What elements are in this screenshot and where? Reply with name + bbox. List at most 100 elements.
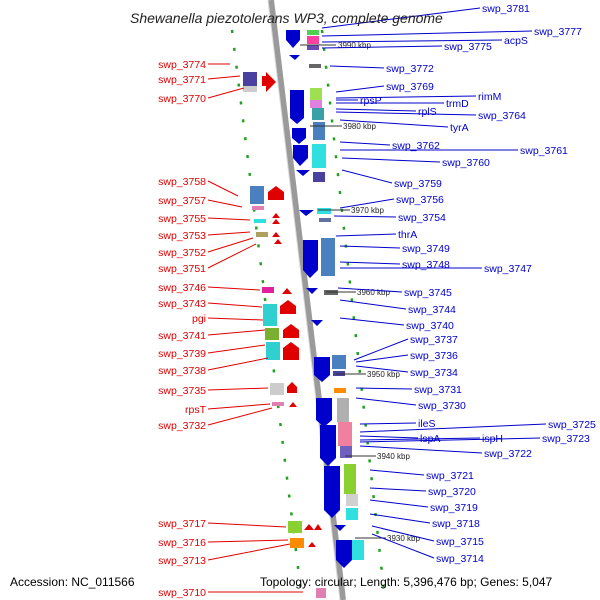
gene-label-right[interactable]: swp_3764 [478, 110, 526, 122]
gene-label-right[interactable]: rplS [418, 106, 437, 118]
gene-label-left[interactable]: swp_3739 [158, 348, 206, 360]
gene-arrow[interactable] [308, 542, 316, 547]
gene-bar[interactable] [312, 108, 324, 120]
gene-arrow[interactable] [296, 170, 310, 176]
gene-label-left[interactable]: swp_3741 [158, 330, 206, 342]
gene-label-right[interactable]: swp_3719 [430, 502, 478, 514]
gene-label-left[interactable]: swp_3751 [158, 263, 206, 275]
gene-bar[interactable] [317, 208, 331, 214]
gene-arrow[interactable] [280, 300, 296, 314]
gene-bar[interactable] [344, 464, 356, 494]
gene-label-right[interactable]: ileS [418, 418, 436, 430]
gene-label-right[interactable]: swp_3722 [484, 448, 532, 460]
gene-arrow[interactable] [299, 210, 314, 216]
gene-label-right[interactable]: swp_3749 [402, 243, 450, 255]
gene-bar[interactable] [310, 88, 322, 100]
gene-arrow[interactable] [314, 524, 322, 530]
gene-label-right[interactable]: swp_3775 [444, 41, 492, 53]
gene-label-left[interactable]: swp_3738 [158, 365, 206, 377]
gene-label-right[interactable]: swp_3745 [404, 287, 452, 299]
gene-bar[interactable] [243, 72, 257, 86]
gene-arrow[interactable] [289, 402, 297, 407]
gene-label-left[interactable]: swp_3770 [158, 93, 206, 105]
gene-bar[interactable] [250, 186, 264, 204]
gene-bar[interactable] [338, 422, 352, 446]
gene-label-right[interactable]: swp_3715 [436, 536, 484, 548]
gene-arrow[interactable] [292, 128, 306, 144]
gene-label-left[interactable]: swp_3752 [158, 247, 206, 259]
gene-arrow[interactable] [287, 382, 297, 393]
gene-label-right[interactable]: swp_3734 [410, 367, 458, 379]
gene-arrow[interactable] [320, 425, 336, 466]
gene-arrow[interactable] [286, 30, 300, 48]
gene-label-right[interactable]: swp_3748 [402, 259, 450, 271]
gene-label-right[interactable]: swp_3718 [432, 518, 480, 530]
gene-arrow[interactable] [274, 239, 282, 244]
gene-arrow[interactable] [272, 219, 280, 224]
gene-label-left[interactable]: swp_3716 [158, 537, 206, 549]
gene-bar[interactable] [263, 304, 277, 326]
gene-label-left[interactable]: swp_3710 [158, 587, 206, 599]
gene-arrow[interactable] [272, 213, 280, 218]
gene-bar[interactable] [337, 398, 349, 422]
gene-label-left[interactable]: swp_3774 [158, 59, 206, 71]
gene-arrow[interactable] [293, 145, 308, 166]
gene-bar[interactable] [346, 508, 358, 520]
gene-arrow[interactable] [282, 288, 292, 294]
gene-bar[interactable] [316, 588, 326, 598]
gene-label-right[interactable]: acpS [504, 35, 528, 47]
gene-label-right[interactable]: swp_3761 [520, 145, 568, 157]
gene-bar[interactable] [307, 36, 319, 44]
gene-label-right[interactable]: swp_3736 [410, 350, 458, 362]
gene-bar[interactable] [313, 172, 325, 182]
gene-label-left[interactable]: swp_3743 [158, 298, 206, 310]
gene-bar[interactable] [265, 328, 279, 340]
gene-label-right[interactable]: thrA [398, 229, 417, 241]
gene-label-left[interactable]: swp_3755 [158, 213, 206, 225]
gene-label-right[interactable]: swp_3737 [410, 334, 458, 346]
gene-label-right[interactable]: swp_3759 [394, 178, 442, 190]
gene-arrow[interactable] [268, 186, 284, 200]
gene-arrow[interactable] [334, 525, 346, 531]
gene-label-left[interactable]: swp_3758 [158, 176, 206, 188]
gene-bar[interactable] [334, 388, 346, 393]
gene-bar[interactable] [313, 122, 325, 140]
gene-label-right[interactable]: rimM [478, 91, 501, 103]
gene-arrow[interactable] [283, 324, 299, 338]
gene-arrow[interactable] [314, 357, 330, 382]
gene-label-left[interactable]: swp_3732 [158, 420, 206, 432]
gene-bar[interactable] [319, 218, 331, 222]
gene-arrow[interactable] [262, 72, 276, 92]
gene-label-right[interactable]: swp_3760 [442, 157, 490, 169]
gene-label-right[interactable]: swp_3730 [418, 400, 466, 412]
gene-label-right[interactable]: rpsP [360, 95, 382, 107]
gene-bar[interactable] [312, 144, 326, 168]
gene-bar[interactable] [256, 232, 268, 237]
gene-bar[interactable] [321, 238, 335, 276]
gene-arrow[interactable] [303, 240, 318, 278]
gene-label-left[interactable]: swp_3753 [158, 230, 206, 242]
gene-bar[interactable] [270, 383, 284, 395]
gene-bar[interactable] [307, 45, 319, 50]
gene-label-right[interactable]: swp_3747 [484, 263, 532, 275]
gene-arrow[interactable] [336, 540, 352, 568]
gene-label-right[interactable]: ispH [482, 433, 503, 445]
gene-label-right[interactable]: swp_3740 [406, 320, 454, 332]
gene-bar[interactable] [252, 206, 264, 210]
gene-arrow[interactable] [324, 466, 340, 518]
gene-label-right[interactable]: swp_3754 [398, 212, 446, 224]
gene-bar[interactable] [307, 30, 319, 35]
gene-arrow[interactable] [283, 342, 299, 360]
gene-bar[interactable] [309, 64, 321, 68]
gene-bar[interactable] [243, 86, 257, 92]
gene-bar[interactable] [310, 100, 322, 108]
gene-label-right[interactable]: swp_3762 [392, 140, 440, 152]
gene-bar[interactable] [266, 342, 280, 360]
gene-label-right[interactable]: swp_3756 [396, 194, 444, 206]
gene-label-left[interactable]: swp_3771 [158, 74, 206, 86]
gene-label-right[interactable]: tyrA [450, 122, 469, 134]
gene-bar[interactable] [346, 494, 358, 506]
gene-label-right[interactable]: swp_3744 [408, 304, 456, 316]
gene-label-right[interactable]: swp_3777 [534, 26, 582, 38]
gene-label-right[interactable]: lspA [420, 433, 440, 445]
